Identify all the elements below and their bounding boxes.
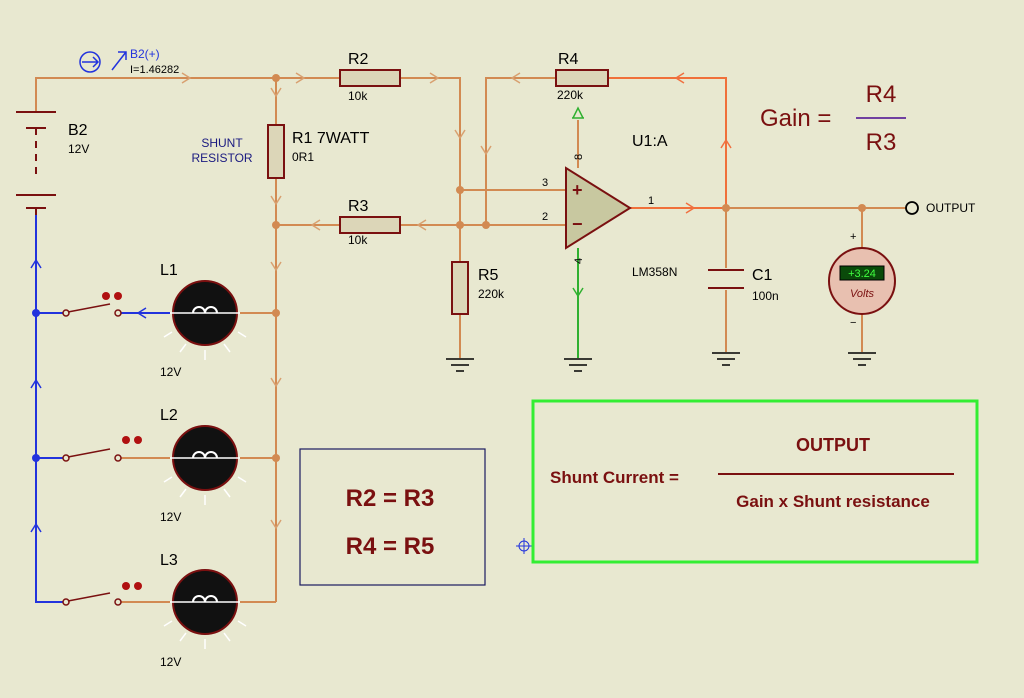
- filament-icon: [192, 451, 218, 459]
- equality-line1: R2 = R3: [346, 485, 435, 512]
- opamp-part: LM358N: [632, 265, 677, 279]
- probe-arrow-icon: [82, 56, 100, 68]
- gain-formula: Gain = R4 R3: [760, 81, 906, 156]
- origin-marker-icon: [516, 538, 532, 554]
- opamp-minus-sign: −: [572, 214, 583, 234]
- probe-pointer-icon: [111, 51, 127, 71]
- probe-circle-icon: [79, 51, 101, 73]
- c1-value: 100n: [752, 289, 779, 303]
- lamp-l1[interactable]: L1 12V: [160, 262, 247, 379]
- switch-l3[interactable]: [62, 582, 142, 606]
- switch-l2[interactable]: [62, 436, 142, 462]
- lamp-l2[interactable]: L2 12V: [160, 407, 247, 524]
- lamp-l3-value: 12V: [160, 655, 181, 669]
- voltmeter-plus: +: [850, 231, 856, 243]
- lamp-l1-name: L1: [160, 262, 178, 279]
- battery-name: B2: [68, 122, 88, 139]
- capacitor-c1[interactable]: C1 100n: [708, 267, 779, 303]
- junction-dots: [32, 74, 866, 462]
- current-arrows: [30, 72, 732, 533]
- opamp-plus-sign: +: [572, 180, 583, 200]
- pin-1: 1: [648, 195, 654, 207]
- gain-numerator: R4: [866, 81, 897, 108]
- lamp-l3-name: L3: [160, 552, 178, 569]
- gain-lhs: Gain =: [760, 105, 831, 132]
- r1-name: R1 7WATT: [292, 130, 370, 147]
- r2-name: R2: [348, 51, 369, 68]
- lamp-rays-icon: [163, 620, 247, 649]
- lamp-l1-value: 12V: [160, 365, 181, 379]
- probe-label: B2(+): [130, 47, 160, 61]
- resistor-r2[interactable]: R2 10k: [339, 51, 401, 103]
- output-label: OUTPUT: [926, 201, 976, 215]
- resistor-r1-shunt[interactable]: R1 7WATT 0R1 SHUNT RESISTOR: [191, 124, 370, 179]
- opamp-name: U1:A: [632, 133, 668, 150]
- equality-box: R2 = R3 R4 = R5: [299, 448, 486, 586]
- equality-line2: R4 = R5: [346, 533, 435, 560]
- r4-name: R4: [558, 51, 579, 68]
- r5-value: 220k: [478, 287, 505, 301]
- current-lhs: Shunt Current =: [550, 468, 679, 487]
- r3-value: 10k: [348, 233, 368, 247]
- pin-4: 4: [573, 258, 585, 264]
- r4-value: 220k: [557, 88, 584, 102]
- voltmeter-reading: +3.24: [848, 268, 876, 280]
- pin-3: 3: [542, 177, 548, 189]
- ground-r5-icon: [446, 358, 474, 372]
- voltmeter-minus: −: [850, 317, 856, 329]
- switch-l1[interactable]: [62, 292, 122, 317]
- ground-c1-icon: [712, 352, 740, 366]
- current-numerator: OUTPUT: [796, 435, 870, 455]
- shunt-label-line2: RESISTOR: [191, 151, 252, 165]
- filament-icon: [192, 306, 218, 314]
- lamp-l3[interactable]: L3 12V: [160, 552, 247, 669]
- r1-value: 0R1: [292, 150, 314, 164]
- r5-name: R5: [478, 267, 499, 284]
- pin-2: 2: [542, 211, 548, 223]
- voltmeter[interactable]: +3.24 Volts + −: [828, 231, 896, 329]
- r2-value: 10k: [348, 89, 368, 103]
- ground-opamp-icon: [564, 358, 592, 372]
- r3-name: R3: [348, 198, 369, 215]
- battery-value: 12V: [68, 142, 89, 156]
- current-probe[interactable]: B2(+) I=1.46282: [79, 47, 179, 76]
- opamp-u1a[interactable]: + − 3 2 1 8 4 U1:A LM358N: [542, 133, 677, 279]
- lamp-rays-icon: [163, 476, 247, 505]
- shunt-label-line1: SHUNT: [201, 136, 243, 150]
- voltmeter-unit: Volts: [850, 288, 875, 300]
- lamp-rays-icon: [163, 331, 247, 360]
- ground-voltmeter-icon: [848, 352, 876, 366]
- filament-icon: [192, 595, 218, 603]
- lamp-l2-value: 12V: [160, 510, 181, 524]
- probe-reading: I=1.46282: [130, 64, 179, 76]
- pin-8: 8: [573, 154, 585, 160]
- wires: [35, 77, 906, 603]
- current-denominator: Gain x Shunt resistance: [736, 492, 930, 511]
- lamp-l2-name: L2: [160, 407, 178, 424]
- gain-denominator: R3: [866, 129, 897, 156]
- resistor-r3[interactable]: R3 10k: [339, 198, 401, 247]
- current-formula-box: Shunt Current = OUTPUT Gain x Shunt resi…: [531, 399, 979, 564]
- battery-b2[interactable]: B2 12V: [16, 111, 89, 215]
- output-terminal[interactable]: OUTPUT: [905, 201, 976, 215]
- resistor-r4[interactable]: R4 220k: [555, 51, 609, 102]
- c1-name: C1: [752, 267, 773, 284]
- resistor-r5[interactable]: R5 220k: [451, 261, 505, 315]
